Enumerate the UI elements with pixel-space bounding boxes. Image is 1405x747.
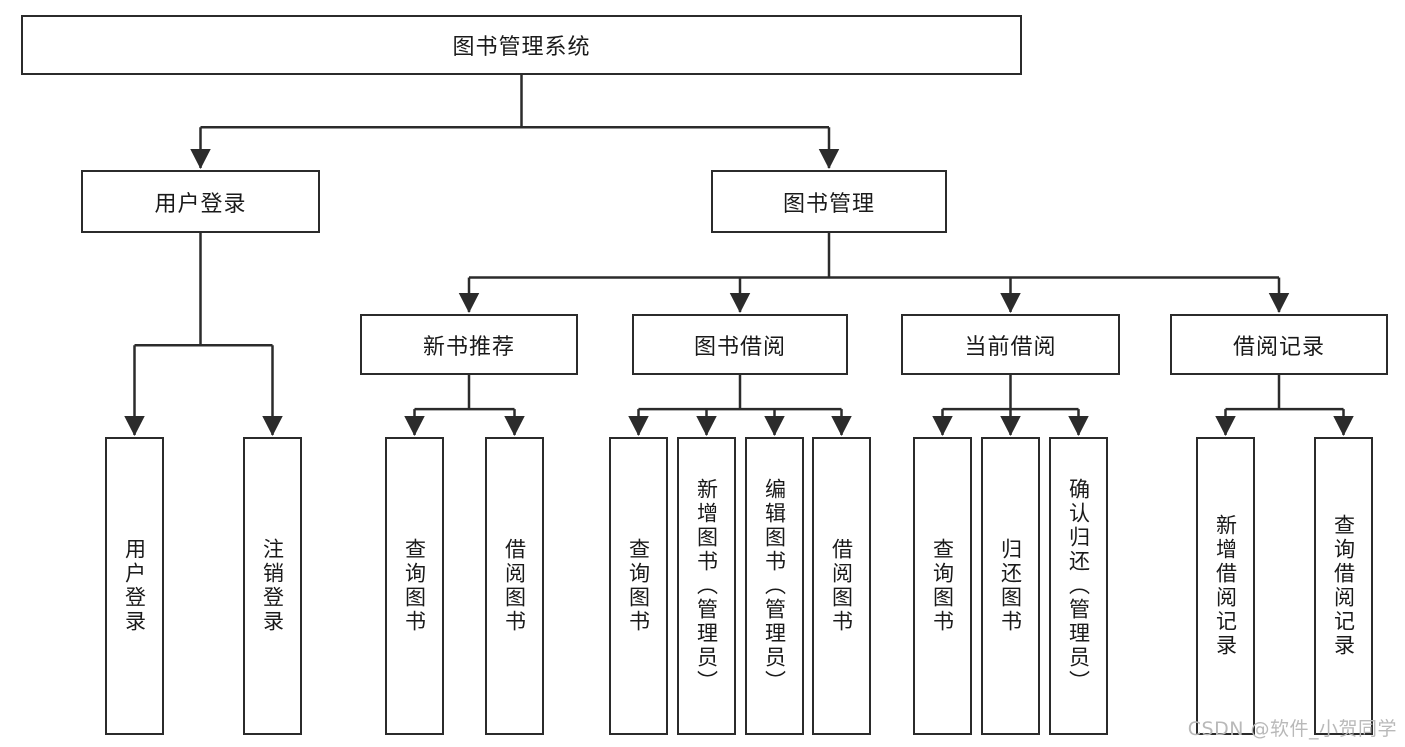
node-label: 借阅图书 [502, 538, 527, 634]
node-label: 用户登录 [122, 538, 147, 634]
node-leaf-return-book[interactable]: 归还图书 [981, 437, 1040, 735]
node-label: 新书推荐 [422, 334, 515, 360]
node-label: 查询图书 [402, 538, 427, 634]
node-book-borrow[interactable]: 图书借阅 [632, 314, 848, 375]
node-leaf-query-book-borrow[interactable]: 查询图书 [609, 437, 668, 735]
node-leaf-confirm-return[interactable]: 确认归还（管理员） [1049, 437, 1108, 735]
node-user-login[interactable]: 用户登录 [81, 170, 320, 233]
node-label: 归还图书 [998, 538, 1023, 634]
node-label: 查询图书 [930, 538, 955, 634]
node-leaf-user-login[interactable]: 用户登录 [105, 437, 164, 735]
node-label: 当前借阅 [964, 334, 1057, 360]
watermark: CSDN @软件_小贺同学 [1187, 718, 1397, 740]
node-book-manage[interactable]: 图书管理 [711, 170, 947, 233]
node-label: 注销登录 [260, 538, 285, 634]
node-new-book-rec[interactable]: 新书推荐 [360, 314, 578, 375]
node-leaf-edit-book[interactable]: 编辑图书（管理员） [745, 437, 804, 735]
node-leaf-borrow-book[interactable]: 借阅图书 [812, 437, 871, 735]
node-leaf-logout[interactable]: 注销登录 [243, 437, 302, 735]
node-label: 借阅记录 [1232, 334, 1325, 360]
node-label: 新增图书（管理员） [694, 478, 719, 694]
node-label: 借阅图书 [829, 538, 854, 634]
node-leaf-query-record[interactable]: 查询借阅记录 [1314, 437, 1373, 735]
node-label: 查询图书 [626, 538, 651, 634]
node-label: 确认归还（管理员） [1066, 478, 1091, 694]
node-leaf-query-book-rec[interactable]: 查询图书 [385, 437, 444, 735]
node-label: 图书管理系统 [452, 35, 591, 60]
node-leaf-borrow-book-rec[interactable]: 借阅图书 [485, 437, 544, 735]
node-leaf-add-book[interactable]: 新增图书（管理员） [677, 437, 736, 735]
node-label: 新增借阅记录 [1213, 514, 1238, 658]
node-leaf-add-record[interactable]: 新增借阅记录 [1196, 437, 1255, 735]
node-borrow-record[interactable]: 借阅记录 [1170, 314, 1388, 375]
node-current-borrow[interactable]: 当前借阅 [901, 314, 1120, 375]
node-label: 用户登录 [154, 191, 247, 217]
node-label: 图书管理 [782, 191, 875, 217]
node-label: 图书借阅 [693, 334, 786, 360]
node-root[interactable]: 图书管理系统 [21, 15, 1022, 75]
node-leaf-query-book-cur[interactable]: 查询图书 [913, 437, 972, 735]
node-label: 查询借阅记录 [1331, 514, 1356, 658]
node-label: 编辑图书（管理员） [762, 478, 787, 694]
